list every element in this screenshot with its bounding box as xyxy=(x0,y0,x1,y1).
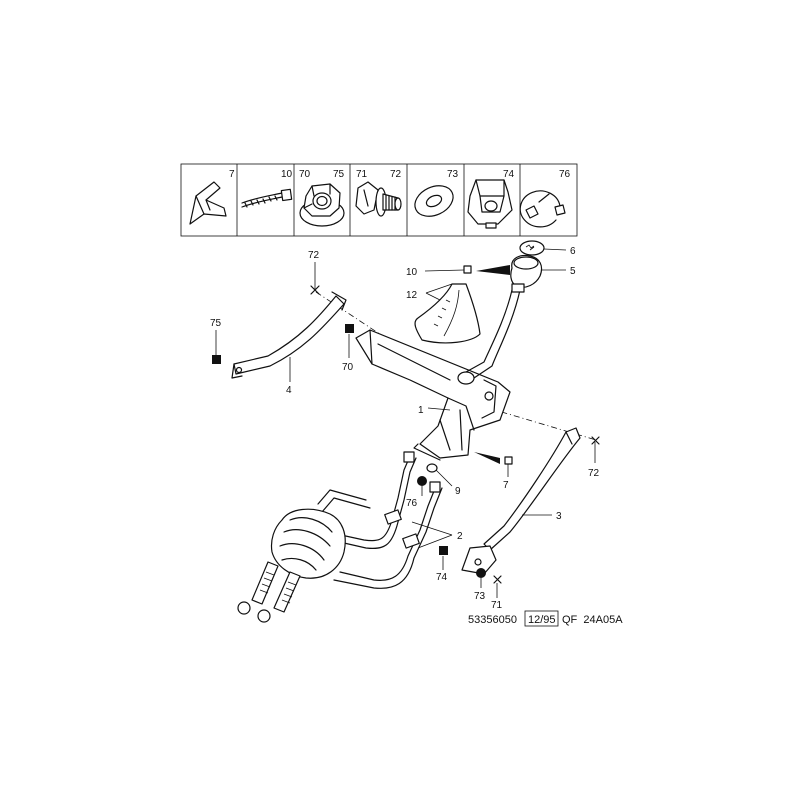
part-12-gaiter-boot xyxy=(414,283,481,344)
kit-label-75: 75 xyxy=(333,169,345,180)
part-5-gear-knob xyxy=(510,254,543,293)
part-3-support-rod xyxy=(461,427,581,575)
part-1-bracket xyxy=(355,329,511,461)
assembly-drawing xyxy=(231,240,597,623)
callout-76: 76 xyxy=(406,498,418,509)
kit-label-10: 10 xyxy=(281,169,293,180)
part-number: 53356050 xyxy=(468,614,517,626)
callout-6: 6 xyxy=(570,246,576,257)
hardware-kit-table: 7 10 70 75 71 72 73 74 76 xyxy=(180,163,578,237)
callout-73: 73 xyxy=(474,591,486,602)
cage-nut-icon xyxy=(467,179,513,229)
circlip-icon xyxy=(519,190,566,228)
drawing-reference: 53356050 12/95 QF 24A05A xyxy=(468,610,623,627)
flange-nut-icon xyxy=(299,183,345,227)
callouts: 72 75 70 4 1 10 12 5 6 7 9 76 2 72 3 74 … xyxy=(210,246,600,611)
callout-2: 2 xyxy=(457,531,463,542)
cable-end-right xyxy=(257,571,301,623)
washer-icon xyxy=(414,185,454,217)
part-4-support-rod xyxy=(231,291,347,379)
kit-label-76: 76 xyxy=(559,169,571,180)
kit-label-71: 71 xyxy=(356,169,368,180)
callout-70: 70 xyxy=(342,362,354,373)
drawing-ref: QF 24A05A xyxy=(562,614,623,626)
callout-75: 75 xyxy=(210,318,222,329)
callout-3: 3 xyxy=(556,511,562,522)
kit-label-73: 73 xyxy=(447,169,459,180)
cable-end-left xyxy=(237,561,279,615)
callout-72-right: 72 xyxy=(588,468,600,479)
fastener-markers xyxy=(212,265,600,584)
shift-cables xyxy=(317,451,443,589)
flange-bolt-icon xyxy=(355,181,402,217)
callout-12: 12 xyxy=(406,290,418,301)
kit-label-74: 74 xyxy=(503,169,515,180)
clip-icon xyxy=(189,181,227,225)
callout-72-top: 72 xyxy=(308,250,320,261)
cable-grommet-boot xyxy=(270,508,346,579)
callout-10: 10 xyxy=(406,267,418,278)
callout-71: 71 xyxy=(491,600,503,611)
callout-5: 5 xyxy=(570,266,576,277)
callout-9: 9 xyxy=(455,486,461,497)
drawing-date: 12/95 xyxy=(528,614,556,626)
kit-label-70: 70 xyxy=(299,169,311,180)
kit-label-7: 7 xyxy=(229,169,235,180)
part-5-gear-lever xyxy=(457,289,521,385)
part-6-knob-cap xyxy=(519,240,545,256)
kit-label-72: 72 xyxy=(390,169,402,180)
callout-7: 7 xyxy=(503,480,509,491)
leader-lines xyxy=(215,248,596,598)
callout-74: 74 xyxy=(436,572,448,583)
callout-1: 1 xyxy=(418,405,424,416)
callout-4: 4 xyxy=(286,385,292,396)
cable-tie-icon xyxy=(241,188,293,208)
